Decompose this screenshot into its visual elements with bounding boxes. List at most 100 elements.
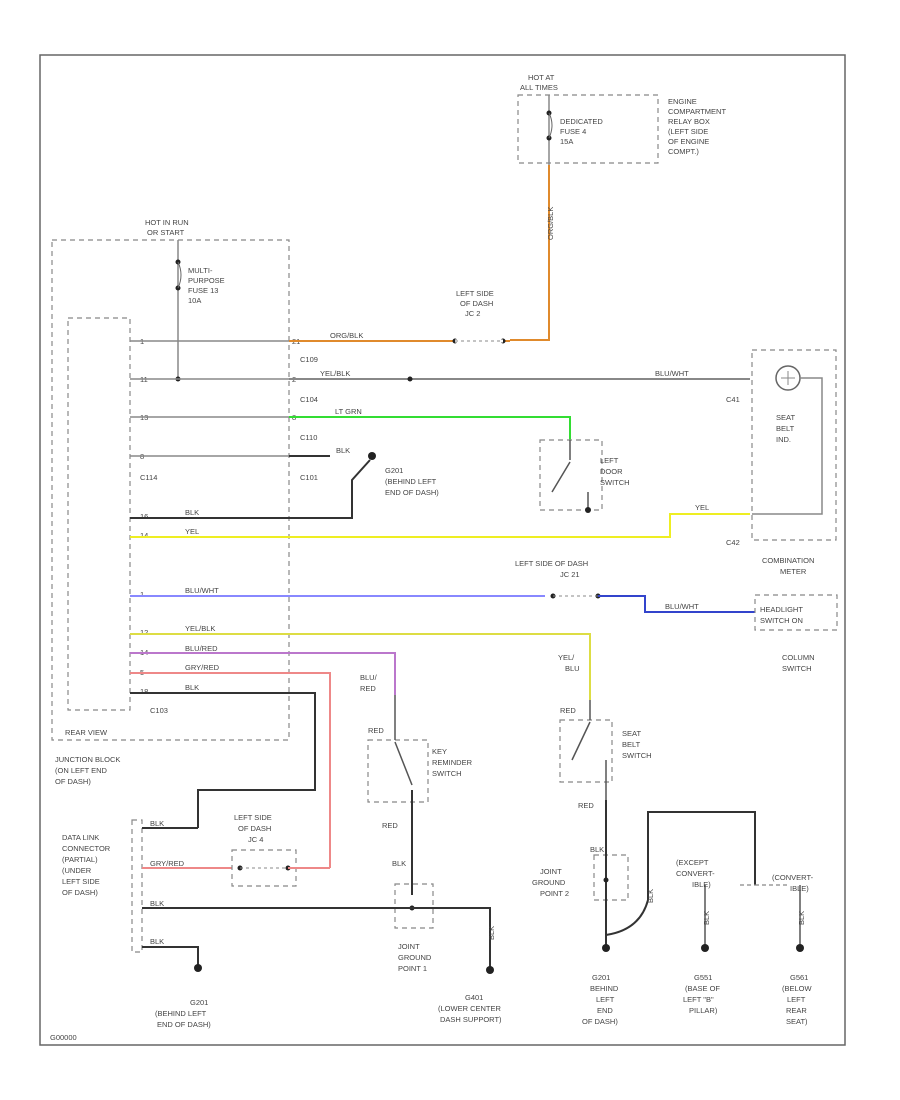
svg-text:OR START: OR START: [147, 228, 185, 237]
yel-blu-label: YEL/ BLU: [558, 653, 580, 673]
svg-text:BELT: BELT: [776, 424, 795, 433]
rear-view-label: REAR VIEW: [65, 728, 108, 737]
blk-label-8: BLK: [150, 937, 164, 946]
blu-wht-label-1: BLU/WHT: [655, 369, 689, 378]
svg-text:G201: G201: [592, 973, 610, 982]
svg-text:RELAY BOX: RELAY BOX: [668, 117, 710, 126]
jc4-component: [231, 849, 297, 887]
svg-text:END: END: [597, 1006, 613, 1015]
svg-text:SWITCH: SWITCH: [782, 664, 812, 673]
junction-block-outer: [51, 239, 290, 741]
g201-ground-bottom: [194, 964, 202, 972]
g401-label: G401 (LOWER CENTER DASH SUPPORT): [438, 993, 502, 1024]
svg-text:JC 4: JC 4: [248, 835, 263, 844]
svg-text:LEFT: LEFT: [600, 456, 619, 465]
g561-label: G561 (BELOW LEFT REAR SEAT): [782, 973, 813, 1026]
junction-connector-labels: C109 C104 C110 C101 C114 C103: [140, 355, 318, 715]
svg-text:ALL TIMES: ALL TIMES: [520, 83, 558, 92]
org-blk-label: ORG/BLK: [330, 331, 363, 340]
blk-wire-g401: [412, 907, 491, 968]
g551-ground: [701, 944, 709, 952]
svg-text:(CONVERT-: (CONVERT-: [772, 873, 814, 882]
svg-text:G201: G201: [190, 998, 208, 1007]
gry-red-label-2: GRY/RED: [150, 859, 185, 868]
svg-text:COMBINATION: COMBINATION: [762, 556, 814, 565]
blk-label-1: BLK: [336, 446, 350, 455]
svg-text:IBLE): IBLE): [692, 880, 711, 889]
blu-wht-label-2: BLU/WHT: [185, 586, 219, 595]
svg-text:SWITCH: SWITCH: [600, 478, 630, 487]
blu-red-wire: [130, 652, 396, 695]
svg-text:16: 16: [140, 512, 148, 521]
svg-text:DOOR: DOOR: [600, 467, 623, 476]
meter-internal-wire: [752, 377, 823, 515]
dedicated-fuse-label: DEDICATED FUSE 4 15A: [560, 117, 603, 146]
seat-belt-switch-blade: [571, 721, 591, 761]
yel-blk-wire: [130, 633, 591, 700]
svg-text:LEFT SIDE: LEFT SIDE: [62, 877, 100, 886]
blu-wht-wire-right: [598, 595, 755, 613]
svg-text:C104: C104: [300, 395, 318, 404]
yel-label-1: YEL: [185, 527, 199, 536]
svg-text:(ON LEFT END: (ON LEFT END: [55, 766, 108, 775]
jc2-label: LEFT SIDE OF DASH JC 2: [456, 289, 494, 318]
blk-label-6: BLK: [150, 819, 164, 828]
svg-text:LEFT SIDE OF DASH: LEFT SIDE OF DASH: [515, 559, 588, 568]
gry-red-label-1: GRY/RED: [185, 663, 220, 672]
svg-text:ENGINE: ENGINE: [668, 97, 697, 106]
svg-text:BLU/: BLU/: [360, 673, 378, 682]
svg-text:BEHIND: BEHIND: [590, 984, 619, 993]
svg-text:SWITCH ON: SWITCH ON: [760, 616, 803, 625]
data-link-connector-label: DATA LINK CONNECTOR (PARTIAL) (UNDER LEF…: [62, 833, 111, 897]
key-reminder-blade: [394, 741, 413, 786]
svg-text:C103: C103: [150, 706, 168, 715]
svg-text:(LOWER CENTER: (LOWER CENTER: [438, 1004, 502, 1013]
svg-text:HEADLIGHT: HEADLIGHT: [760, 605, 803, 614]
joint-ground-1-box: [394, 883, 434, 929]
svg-text:BELT: BELT: [622, 740, 641, 749]
svg-text:SEAT: SEAT: [776, 413, 795, 422]
svg-text:OF DASH): OF DASH): [582, 1017, 618, 1026]
door-switch-blade: [551, 461, 571, 493]
svg-text:IBLE): IBLE): [790, 884, 809, 893]
svg-text:(PARTIAL): (PARTIAL): [62, 855, 98, 864]
svg-text:POINT 1: POINT 1: [398, 964, 427, 973]
seat-belt-switch-box: [559, 719, 613, 783]
g401-ground: [486, 966, 494, 974]
relay-box-label: ENGINE COMPARTMENT RELAY BOX (LEFT SIDE …: [668, 97, 726, 156]
svg-text:REAR: REAR: [786, 1006, 807, 1015]
svg-text:(BELOW: (BELOW: [782, 984, 813, 993]
g561-ground: [796, 944, 804, 952]
svg-text:OF DASH): OF DASH): [55, 777, 91, 786]
hot-at-all-times-label: HOT AT ALL TIMES: [520, 73, 558, 92]
c41-label: C41: [726, 395, 740, 404]
splice-row2: [407, 376, 413, 382]
svg-text:OF DASH: OF DASH: [460, 299, 493, 308]
g201-bottom-label: G201 (BEHIND LEFT END OF DASH): [155, 998, 211, 1029]
door-switch-ground: [585, 507, 591, 513]
svg-text:COMPARTMENT: COMPARTMENT: [668, 107, 726, 116]
junction-pin-labels: 1 11 13 8 16 14 1 12 14 5 18 21 2 8: [140, 337, 300, 696]
svg-text:KEY: KEY: [432, 747, 447, 756]
key-reminder-switch-label: KEY REMINDER SWITCH: [432, 747, 473, 778]
svg-text:C110: C110: [300, 433, 317, 442]
org-blk-label-vertical: ORG/BLK: [546, 207, 555, 240]
combination-meter-label: COMBINATION METER: [762, 556, 814, 576]
svg-text:HOT IN RUN: HOT IN RUN: [145, 218, 189, 227]
blu-wht-label-3: BLU/WHT: [665, 602, 699, 611]
g551-label: G551 (BASE OF LEFT "B" PILLAR): [683, 973, 720, 1015]
svg-text:METER: METER: [780, 567, 807, 576]
gry-red-wire: [130, 672, 331, 868]
red-label-4: RED: [578, 801, 594, 810]
yel-label-2: YEL: [695, 503, 709, 512]
svg-text:GROUND: GROUND: [398, 953, 432, 962]
svg-text:JOINT: JOINT: [540, 867, 562, 876]
indicator-lamp-filament: [781, 371, 795, 385]
blu-red-label: BLU/RED: [185, 644, 218, 653]
svg-text:FUSE 4: FUSE 4: [560, 127, 586, 136]
svg-text:REMINDER: REMINDER: [432, 758, 473, 767]
svg-text:G201: G201: [385, 466, 403, 475]
svg-text:1: 1: [140, 590, 144, 599]
svg-text:COLUMN: COLUMN: [782, 653, 815, 662]
svg-text:G551: G551: [694, 973, 712, 982]
